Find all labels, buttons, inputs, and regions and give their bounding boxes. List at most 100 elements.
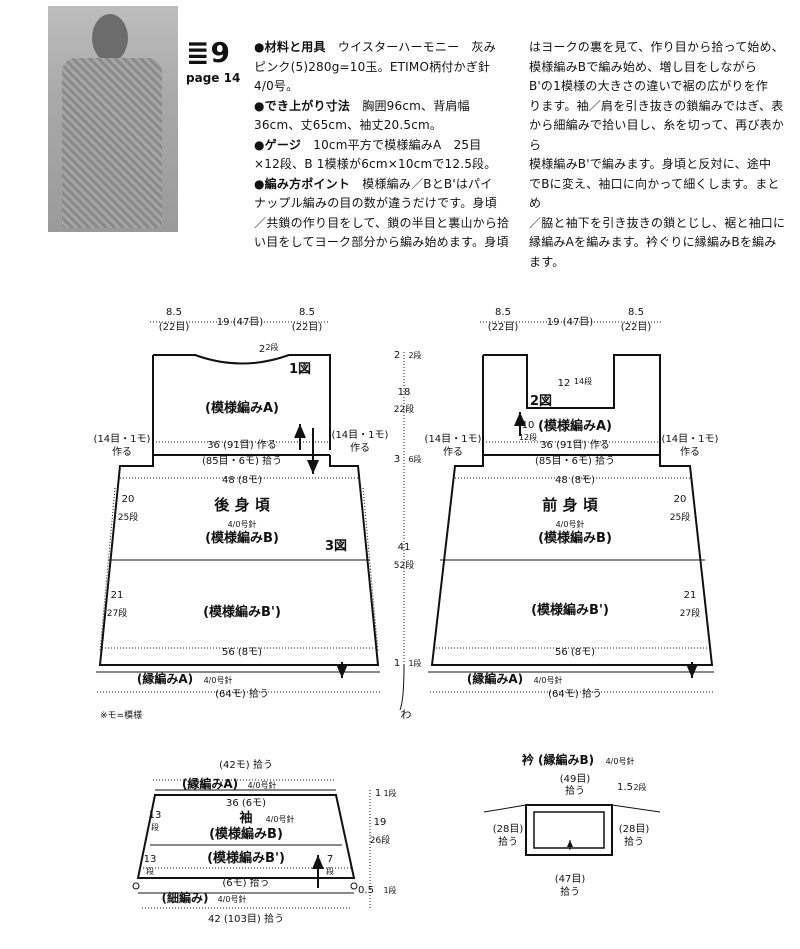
diagram-label: 36 (6モ) (226, 798, 266, 809)
piece-title: 袖 (239, 810, 252, 826)
diagram-label: (6モ) 拾う (222, 876, 269, 889)
diagram-label: 4/0号針 (248, 780, 277, 790)
back-yoke-outline (153, 354, 331, 450)
diagram-label: 36 (91目) 作る (540, 439, 610, 451)
diagram-label: 2段 (408, 350, 421, 360)
diagram-label: 13 (149, 810, 162, 821)
model-head (92, 14, 128, 62)
diagram-label: 21 (684, 590, 697, 601)
diagram-label: 27段 (680, 607, 700, 619)
diagram-label: 12段 (519, 432, 537, 442)
instruction-line: ／共鎖の作り目をして、鎖の半目と裏山から拾 (254, 215, 510, 230)
diagram-label: 7 (327, 854, 333, 865)
diagram-label: 56 (8モ) (222, 647, 262, 658)
instruction-line: 36cm、丈65cm、袖丈20.5cm。 (254, 118, 443, 132)
instruction-line: 模様編みBで編み始め、増し目をしながら (529, 59, 758, 74)
diagram-label: 4/0号針 (556, 519, 585, 529)
collar-outline (525, 804, 613, 856)
stitch-pattern-label: (縁編みA) (467, 671, 523, 686)
diagram-label: 作る (680, 446, 700, 458)
diagram-label: 1段 (408, 658, 421, 668)
instruction-line: ×12段、B 1模様が6cm×10cmで12.5段。 (254, 157, 497, 171)
diagram-label: 1.5 (617, 782, 633, 793)
figure-label: 2図 (530, 394, 552, 409)
diagram-label: 21 (111, 590, 124, 601)
diagram-label: (22目) (621, 322, 652, 333)
sleeve-outline (136, 794, 356, 879)
instruction-heading: ●ゲージ (254, 137, 302, 152)
diagram-label: 4/0号針 (266, 814, 295, 824)
stitch-pattern-label: (細編み) (162, 890, 209, 905)
front-body-outline (430, 455, 714, 666)
diagram-label: 1 (375, 788, 381, 799)
diagram-label: 3 (394, 454, 400, 465)
piece-title: 後 身 頃 (213, 496, 270, 514)
diagram-label: 4/0号針 (606, 756, 635, 766)
diagram-label: 1段 (383, 885, 396, 895)
diagram-label: 4/0号針 (534, 675, 563, 685)
model-photo (48, 6, 178, 232)
diagram-label: 48 (8モ) (555, 475, 595, 486)
instruction-line: B'の1模様の大きさの違いで裾の広がりを作 (529, 79, 769, 93)
diagram-label: (28目) (493, 824, 524, 835)
diagram-label: 22段 (394, 403, 414, 415)
diagram-label: 作る (443, 446, 463, 458)
diagram-label: 8.5 (299, 307, 315, 318)
diagram-label: 14段 (574, 376, 592, 386)
instruction-line: い目をしてヨーク部分から編み始めます。身頃 (254, 235, 509, 249)
diagram-label: 拾う (498, 835, 518, 848)
diagram-label: (22目) (159, 322, 190, 333)
instruction-line: ます。 (529, 254, 565, 269)
diagram-label: 12 (558, 378, 571, 389)
instruction-line: ●ゲージ 10cm平方で模様編みA 25目 (254, 137, 482, 152)
stitch-pattern-label: (模様編みA) (538, 418, 612, 434)
instructions-column-1: ●材料と用具 ウイスターハーモニー 灰みピンク(5)280g=10玉。ETIMO… (254, 38, 516, 253)
diagram-label: 56 (8モ) (555, 647, 595, 658)
diagram-label: 2段 (633, 782, 646, 792)
diagram-label: 8.5 (166, 307, 182, 318)
diagram-label: (14目・1モ) (662, 434, 719, 445)
diagram-label: 10 (522, 420, 535, 431)
diagram-label: 19 (47目) (217, 317, 264, 328)
diagram-label: (22目) (292, 322, 323, 333)
instruction-line: ピンク(5)280g=10玉。ETIMO柄付かぎ針 (254, 59, 491, 74)
front-yoke-outline (483, 354, 661, 455)
diagram-label: 8.5 (628, 307, 644, 318)
diagram-label: (22目) (488, 322, 519, 333)
diagram-label: (85目・6モ) 拾う (202, 454, 282, 467)
diagram-label: 2 (259, 344, 265, 355)
instruction-line: ●材料と用具 ウイスターハーモニー 灰み (254, 40, 496, 54)
diagram-label: 20 (122, 494, 135, 505)
pattern-number: ≣9 (186, 36, 231, 69)
diagram-label: 19 (47目) (547, 317, 594, 328)
diagram-label: 26段 (370, 834, 390, 846)
stitch-pattern-label: (縁編みA) (137, 671, 193, 686)
diagram-label: 1段 (383, 788, 396, 798)
diagram-label: 段 (146, 866, 154, 876)
instruction-line: でBに変え、袖口に向かって細くします。まとめ (529, 176, 780, 211)
instruction-heading: ●でき上がり寸法 (254, 98, 351, 113)
diagram-label: (42モ) 拾う (219, 758, 273, 771)
piece-title: 衿 (縁編みB) (522, 752, 594, 767)
pattern-number-badge: ≣9 page 14 (186, 36, 240, 85)
diagram-label: 48 (8モ) (222, 475, 262, 486)
diagram-label: (64モ) 拾う (548, 687, 602, 700)
diagram-label: 36 (91目) 作る (207, 439, 277, 451)
back-body-outline (98, 455, 380, 666)
stitch-pattern-label: (模様編みB) (538, 530, 612, 546)
diagram-label: 6段 (408, 454, 421, 464)
instruction-line: はヨークの裏を見て、作り目から拾って始め、 (529, 40, 785, 54)
diagram-label: 2段 (265, 342, 278, 352)
stitch-pattern-label: (模様編みB') (531, 602, 609, 618)
piece-title: 前 身 頃 (542, 496, 598, 514)
diagram-label: (85目・6モ) 拾う (535, 454, 615, 467)
diagram-label: 52段 (394, 559, 414, 571)
diagram-label: 20 (674, 494, 687, 505)
stitch-pattern-label: (模様編みB) (205, 530, 279, 546)
stitch-pattern-label: (模様編みA) (205, 400, 279, 416)
diagram-label: 4/0号針 (204, 675, 233, 685)
diagram-label: 42 (103目) 拾う (208, 912, 284, 925)
instruction-line: ●編み方ポイント 模様編み／BとB'はパイ (254, 176, 493, 191)
instruction-line: 模様編みB'で編みます。身頃と反対に、途中 (529, 157, 772, 171)
